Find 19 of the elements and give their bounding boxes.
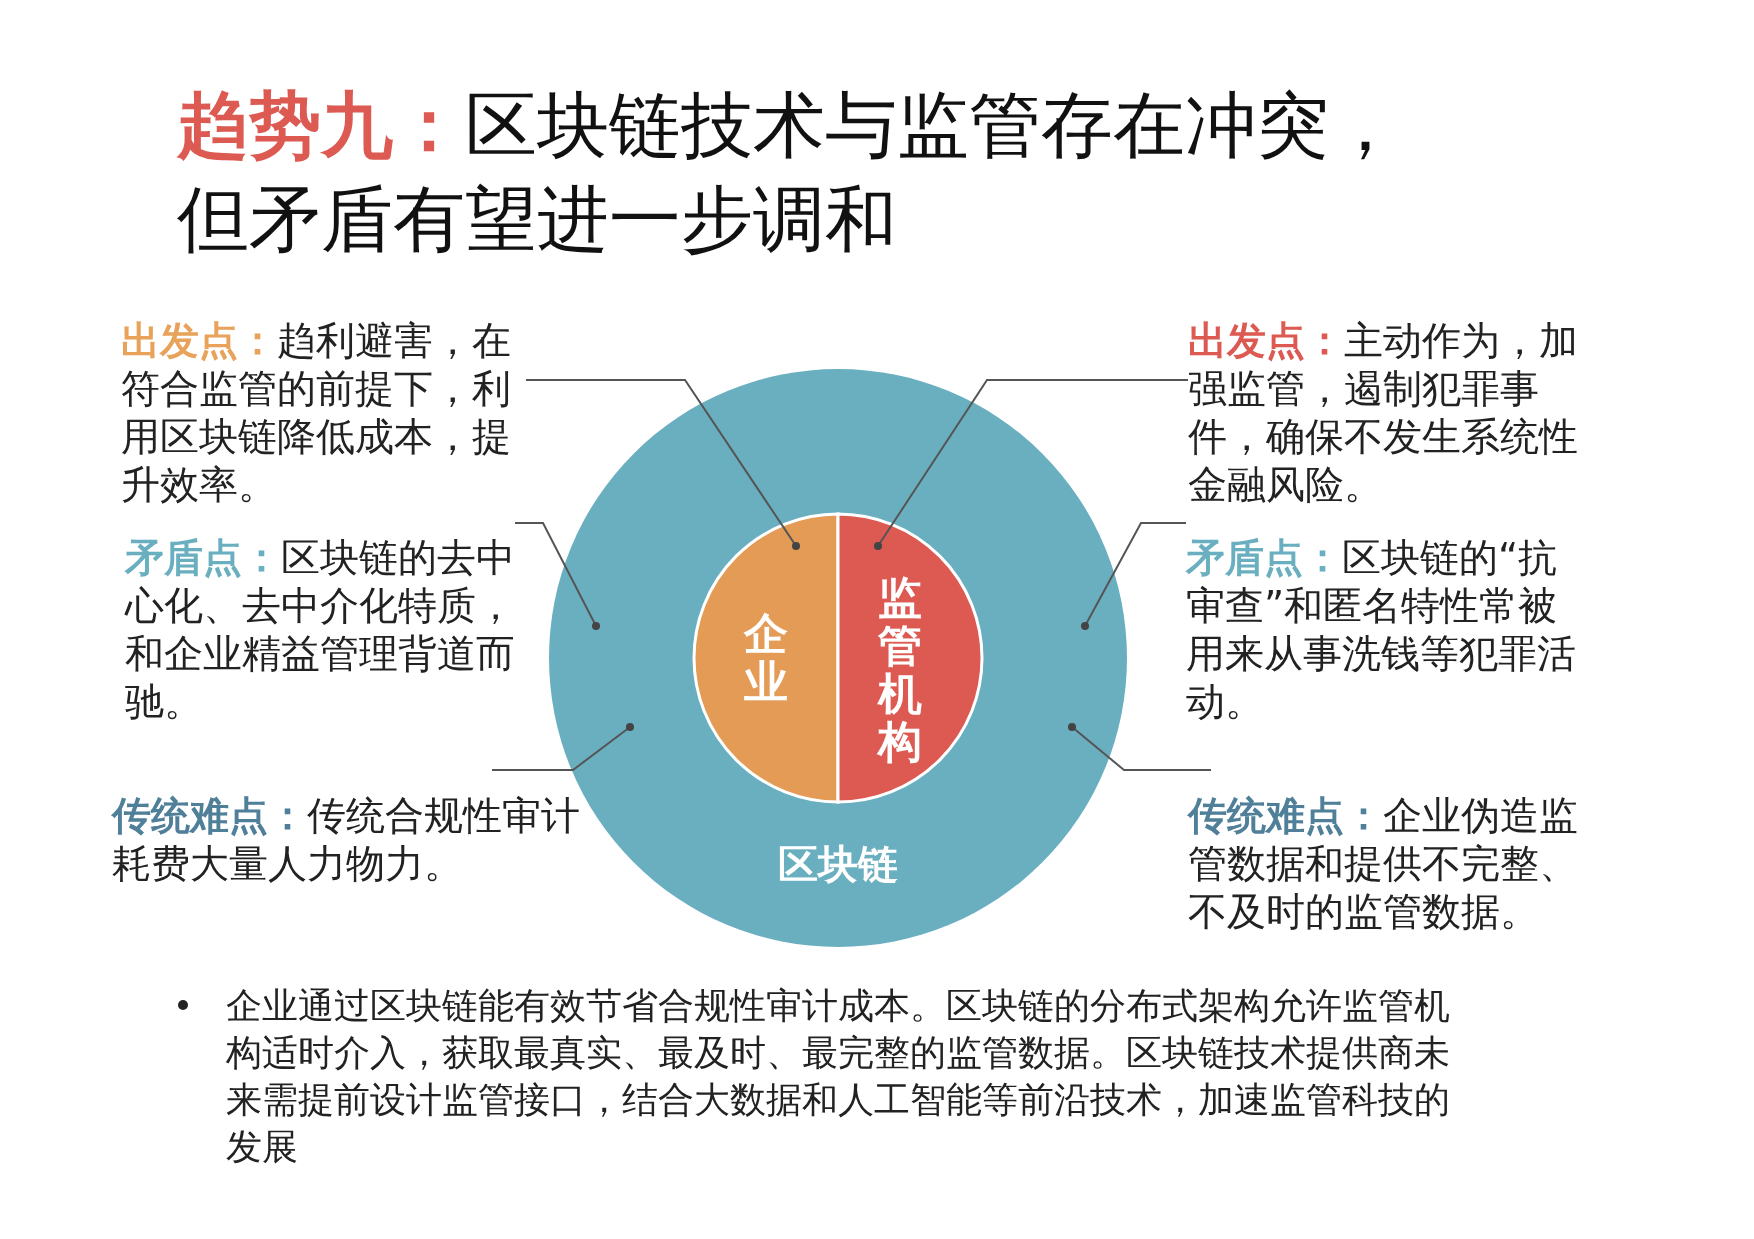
circle-label: 区块链 — [777, 840, 899, 889]
segment-label: 企业 — [744, 610, 788, 706]
segment-label: 监管机构 — [878, 574, 922, 766]
callout-text: 传统难点：传统合规性审计耗费大量人力物力。 — [112, 770, 612, 888]
half-circle-segment — [838, 514, 982, 802]
callout-text: 出发点：趋利避害，在符合监管的前提下，利用区块链降低成本，提升效率。 — [121, 317, 526, 509]
leader-line — [874, 379, 1189, 550]
leader-line — [525, 379, 800, 550]
half-circle-segment — [694, 514, 838, 802]
leader-line — [491, 723, 634, 771]
leader-line — [1081, 522, 1187, 630]
callout-text: 矛盾点：区块链的“抗审查”和匿名特性常被用来从事洗钱等犯罪活动。 — [1186, 534, 1581, 726]
leader-line — [1068, 723, 1212, 771]
title: 趋势九：区块链技术与监管存在冲突，但矛盾有望进一步调和 — [177, 82, 1402, 263]
leader-line — [514, 522, 600, 630]
callout-text: 矛盾点：区块链的去中心化、去中介化特质，和企业精益管理背道而驰。 — [125, 534, 515, 726]
callout-text: 传统难点：企业伪造监管数据和提供不完整、不及时的监管数据。 — [1188, 770, 1608, 936]
callout-text: 出发点：主动作为，加强监管，遏制犯罪事件，确保不发生系统性金融风险。 — [1188, 317, 1583, 509]
bullet-text: 企业通过区块链能有效节省合规性审计成本。区块链的分布式架构允许监管机构适时介入，获取最真实、最及时、最完整的监管数据。区块链技术提供商未来需提前设计监管接口，结合大数据和人工智能等前沿技术，加速监管科技的发展 — [226, 984, 1451, 1169]
